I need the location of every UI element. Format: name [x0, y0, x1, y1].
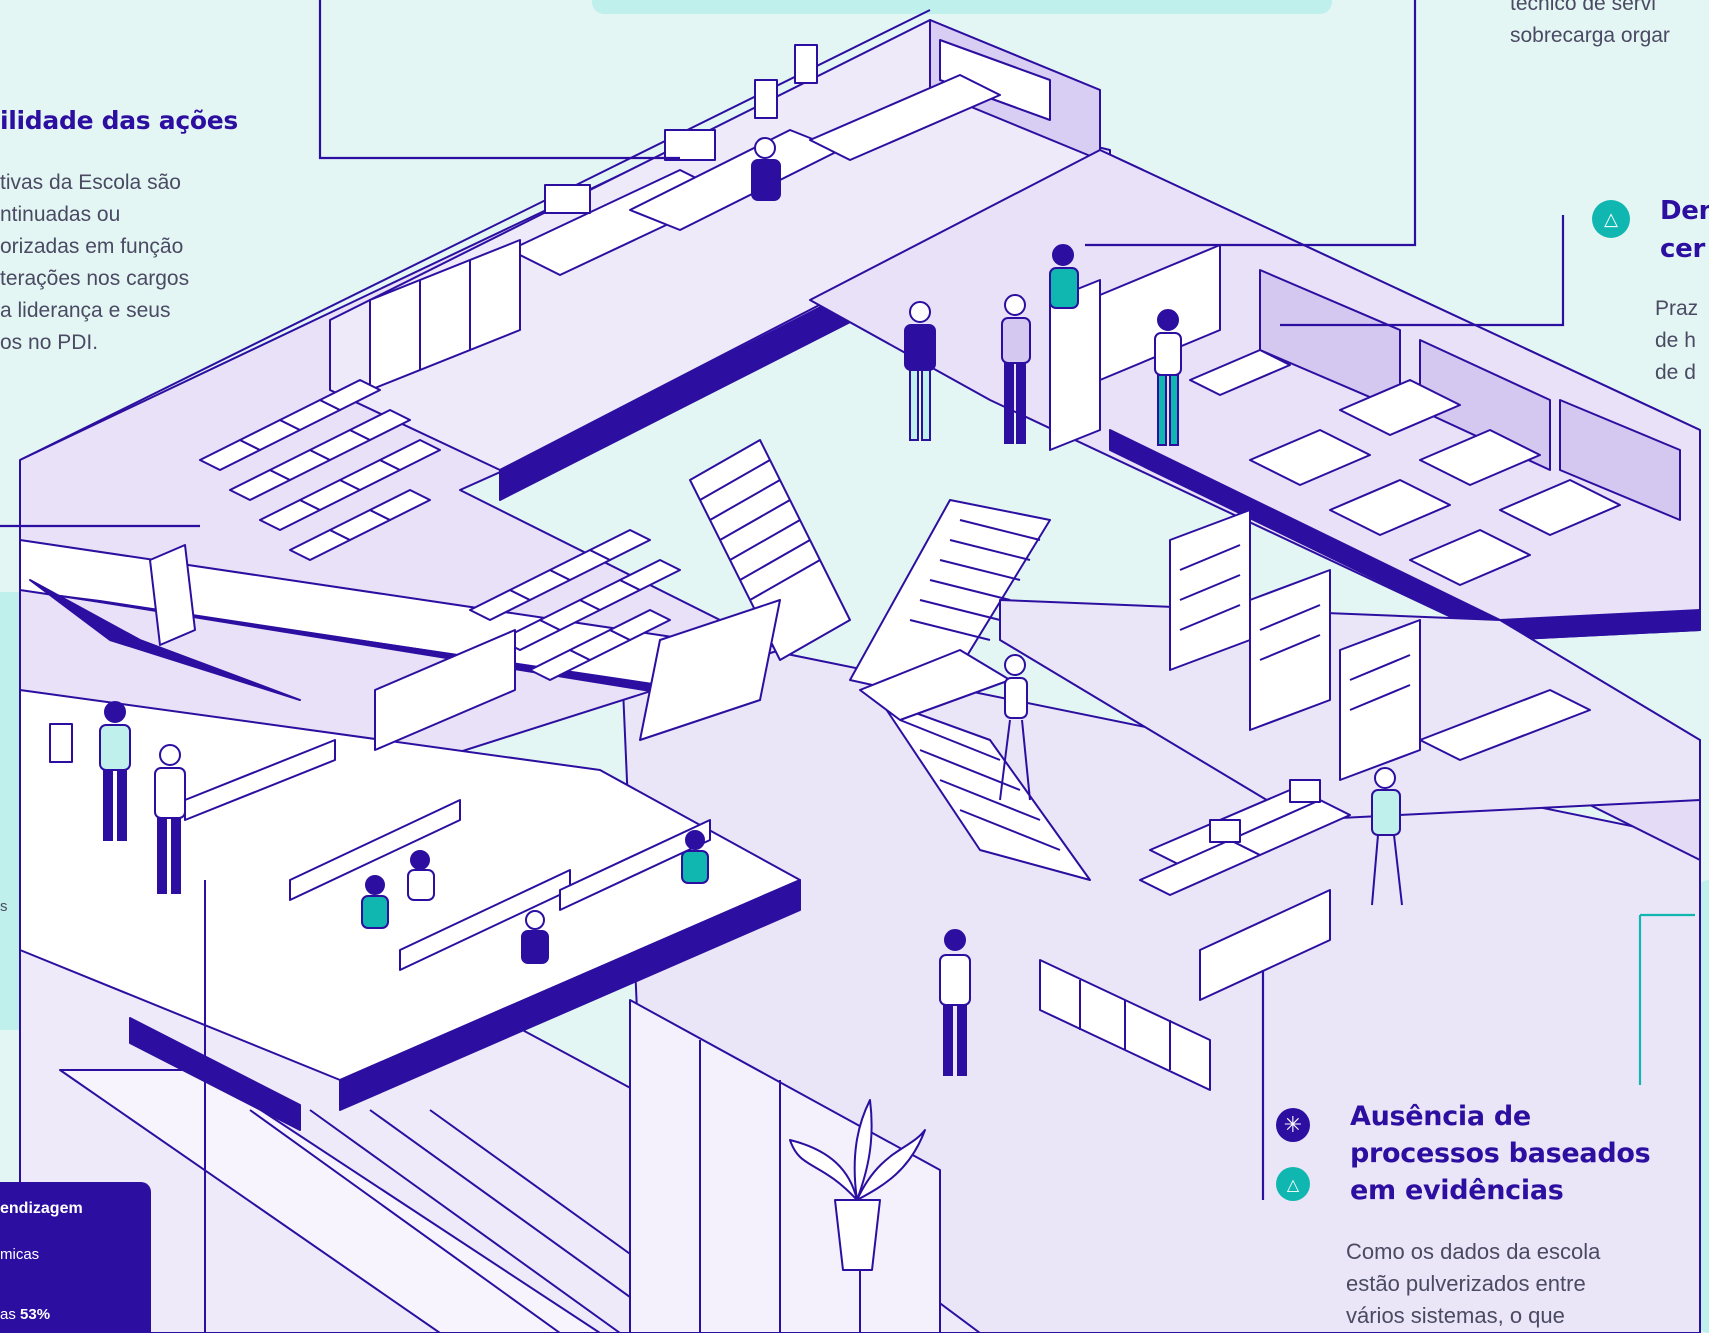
person-meeting-1 [904, 301, 936, 441]
learning-callout-box: endizagem micas as 53% [0, 1182, 151, 1333]
top-right-callout-line1: técnico de servi [1510, 0, 1656, 15]
people [99, 137, 1403, 1076]
auditorium-seats-left [199, 379, 441, 561]
learning-box-percentage: 53% [20, 1306, 51, 1323]
evidence-title: Ausência de processos baseados em evidên… [1350, 1101, 1651, 1206]
person-ground [939, 929, 971, 1076]
certification-body: Praz de h de d [1655, 297, 1699, 384]
sustainability-title: ilidade das ações [0, 106, 238, 135]
sustainability-body: tivas da Escola são ntinuadas ou orizada… [0, 171, 190, 354]
certification-title-line2: cer [1660, 234, 1705, 264]
auditorium-seats-right [469, 529, 681, 681]
person-teacher [1154, 309, 1182, 446]
triangle-icon: △ [1276, 1167, 1310, 1201]
person-meeting-3 [1049, 244, 1079, 309]
evidence-body: Como os dados da escola estão pulverizad… [1346, 1239, 1601, 1328]
person-left-2 [154, 744, 186, 894]
callout-lines [0, 0, 1695, 1200]
person-students [361, 830, 709, 964]
person-stairs [999, 654, 1031, 801]
top-callout-panel [592, 0, 1332, 14]
learning-box-line3: as 53% [0, 1306, 50, 1323]
asterisk-icon: ✳ [1276, 1108, 1310, 1142]
lower-left-classroom [19, 629, 801, 1111]
person-meeting-2 [1001, 294, 1031, 444]
learning-box-title: endizagem [0, 1200, 83, 1217]
computer-desks [1139, 779, 1351, 896]
top-right-callout-line2: sobrecarga orgar [1510, 24, 1670, 47]
triangle-icon: △ [1592, 200, 1630, 238]
left-panel-text: s [0, 898, 8, 915]
library [999, 509, 1701, 1001]
plant-icon [789, 1099, 926, 1271]
learning-box-line3-prefix: as [0, 1306, 21, 1323]
person-left-1 [99, 701, 131, 841]
learning-box-line2: micas [0, 1246, 40, 1263]
person-office [751, 137, 781, 201]
central-staircase [639, 439, 1091, 881]
podium [149, 544, 196, 646]
right-upper-floor [809, 149, 1701, 641]
certification-title-line1: Dem [1660, 196, 1709, 226]
person-library [1371, 767, 1403, 906]
